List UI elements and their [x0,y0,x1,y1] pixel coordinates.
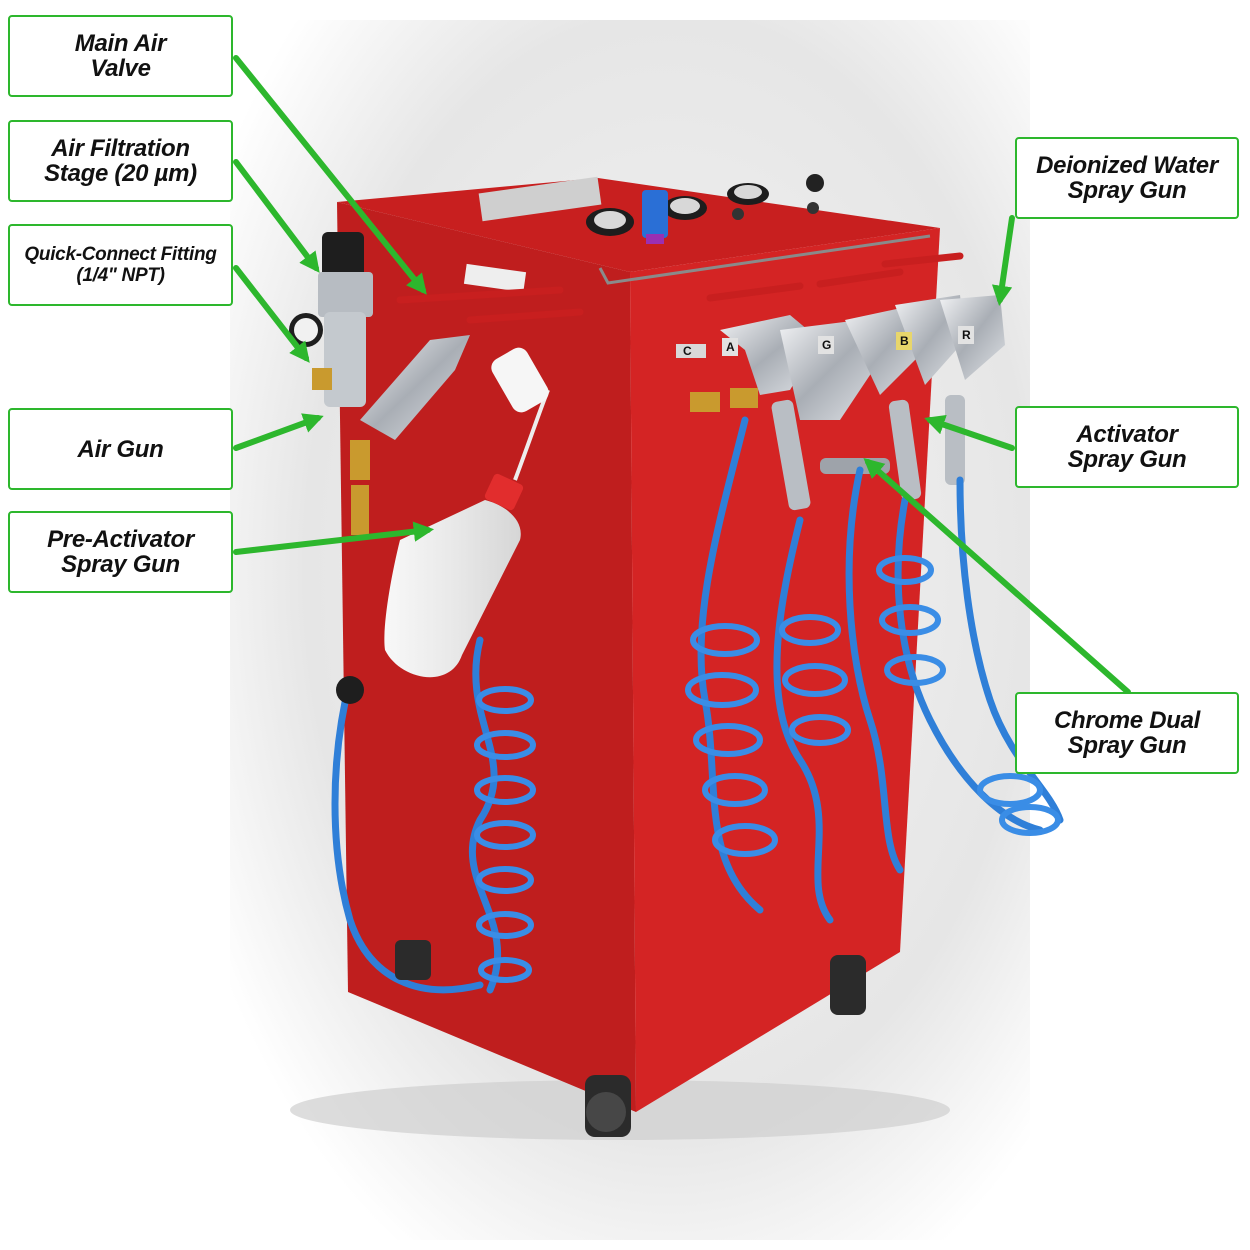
gun-tag-g: G [822,338,831,352]
callout-air-gun: Air Gun [8,408,233,490]
callout-air-filtration-stage: Air Filtration Stage (20 µm) [8,120,233,202]
gun-tag-b: B [900,334,909,348]
arrow-air-gun [233,413,324,451]
gun-tags: C A G B R [676,326,974,358]
arrow-air-filtration [233,159,320,273]
air-filter-regulator [289,232,373,407]
pre-activator-bottle [384,347,550,678]
cabinet-left-face [337,202,636,1112]
gun-tag-r: R [962,328,971,342]
gun-hooks [396,252,964,324]
callout-pre-activator-spray-gun: Pre-Activator Spray Gun [8,511,233,593]
hose-coils [474,555,1061,983]
spray-guns [690,295,1005,511]
callout-arrows [233,55,1131,695]
regulator-knob [642,190,668,238]
arrow-pre-activator [233,521,435,555]
air-gun [350,335,470,535]
gun-tag-a: A [726,340,735,354]
callout-chrome-dual-spray-gun: Chrome Dual Spray Gun [1015,692,1239,774]
hose-valve [336,676,364,704]
arrow-deionized-water [991,215,1015,307]
callout-deionized-water-spray-gun: Deionized Water Spray Gun [1015,137,1239,219]
gun-tag-c: C [683,344,692,358]
arrow-quick-connect [233,265,310,363]
cabinet [337,176,940,1112]
arrow-main-air-valve [233,55,427,295]
casters [395,940,866,1137]
callout-activator-spray-gun: Activator Spray Gun [1015,406,1239,488]
cabinet-right-face [630,228,940,1112]
top-gauges [586,174,824,244]
arrow-activator [924,414,1015,451]
callout-quick-connect-fitting: Quick-Connect Fitting (1/4" NPT) [8,224,233,306]
nameplate [478,176,602,222]
arrow-chrome-dual [863,457,1131,695]
callout-main-air-valve: Main Air Valve [8,15,233,97]
